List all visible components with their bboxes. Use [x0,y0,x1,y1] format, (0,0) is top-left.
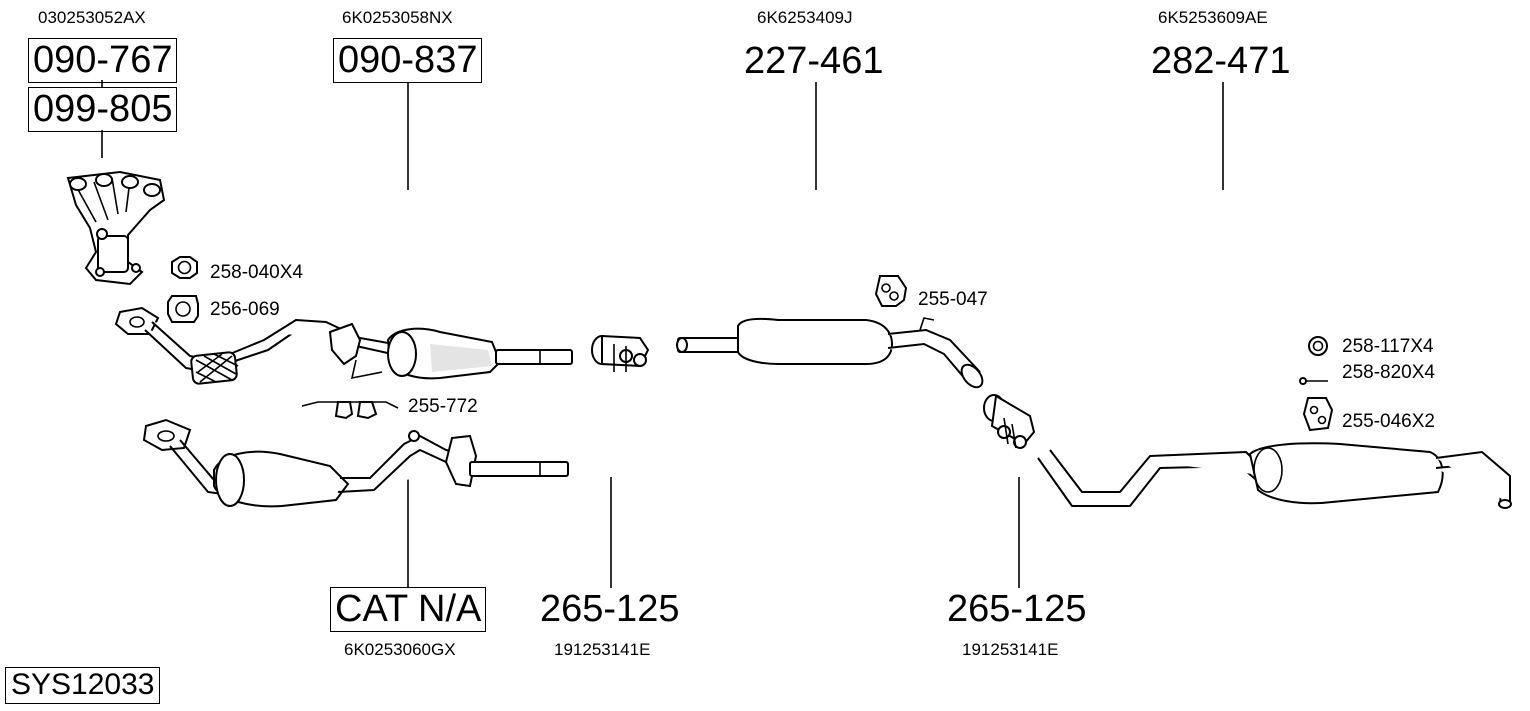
gasket-icon [167,295,199,323]
bolt-icon [1299,377,1328,385]
rear-box-part-no[interactable]: 282-471 [1151,40,1291,82]
cat-alt-part-no[interactable]: CAT N/A [330,587,487,632]
clamp-2-part-no[interactable]: 265-125 [947,588,1087,630]
cat-alt-oe-ref: 6K0253060GX [344,640,456,659]
clamp-1-part-no[interactable]: 265-125 [540,588,680,630]
clamp-2-oe-ref: 191253141E [962,640,1059,659]
rear-box-drawing [1037,442,1512,509]
bolt-label[interactable]: 258-820X4 [1342,362,1435,383]
bracket-drawing [301,401,399,420]
front-cat-part-no[interactable]: 090-837 [333,38,483,83]
leader-lines [101,80,1224,588]
mount-rear-label[interactable]: 255-046X2 [1342,411,1435,432]
bracket-label[interactable]: 255-772 [408,396,478,417]
centre-box-part-no[interactable]: 227-461 [744,40,884,82]
rear-box-oe-ref: 6K5253609AE [1158,8,1268,27]
clamp-1-drawing [591,334,650,372]
centre-box-drawing [676,317,984,389]
clamp-2-drawing [983,394,1036,449]
diagram-id: SYS12033 [5,667,161,704]
ring-label[interactable]: 258-117X4 [1342,336,1434,357]
nut-label[interactable]: 258-040X4 [210,262,303,283]
front-pipe-drawing [114,306,573,385]
mount-rear-icon [1302,397,1334,432]
manifold-part-no-1[interactable]: 090-767 [28,38,178,83]
centre-box-oe-ref: 6K6253409J [757,8,853,27]
mount-centre-label[interactable]: 255-047 [918,289,988,310]
manifold-drawing [66,170,166,286]
cat-alt-drawing [142,418,569,508]
manifold-part-no-2[interactable]: 099-805 [28,87,178,132]
ring-icon [1308,336,1328,356]
front-cat-oe-ref: 6K0253058NX [342,8,453,27]
mount-centre-drawing [874,275,908,307]
manifold-oe-ref: 030253052AX [38,8,146,27]
gasket-label[interactable]: 256-069 [210,299,280,320]
clamp-1-oe-ref: 191253141E [554,640,651,659]
nut-icon [171,256,198,279]
